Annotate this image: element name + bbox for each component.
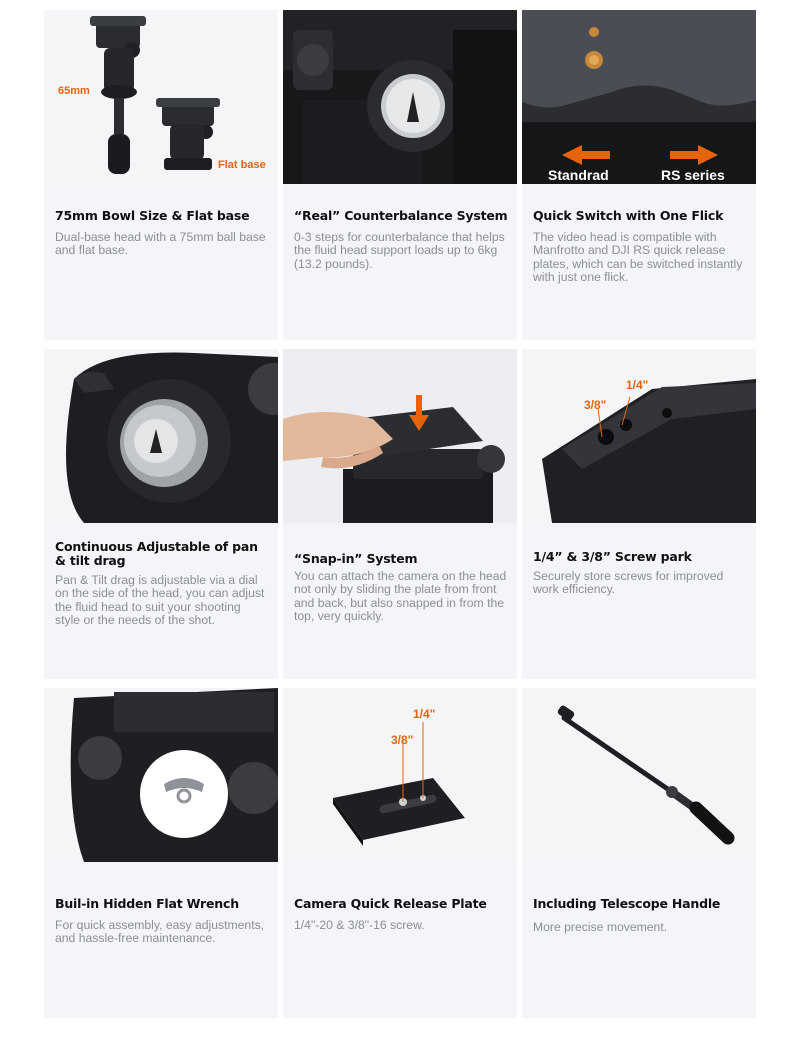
card-description: Pan & Tilt drag is adjustable via a dial… <box>55 573 265 628</box>
card-title: Including Telescope Handle <box>533 896 721 911</box>
drag-dial-illustration <box>44 349 278 523</box>
card-title: Quick Switch with One Flick <box>533 208 724 223</box>
feature-card-wrench: Buil-in Hidden Flat Wrench For quick ass… <box>44 688 278 1018</box>
quarter-inch-label: 1/4" <box>413 707 435 721</box>
photo-quick-switch-plate: Standrad RS series <box>522 10 756 184</box>
card-description: 0-3 steps for counterbalance that helps … <box>294 230 505 271</box>
size-label: 65mm <box>58 85 90 97</box>
card-title: “Real” Counterbalance System <box>294 208 508 223</box>
card-title: 1/4” & 3/8” Screw park <box>533 549 692 564</box>
feature-card-drag-dial: Continuous Adjustable of pan & tilt drag… <box>44 349 278 679</box>
card-description: 1/4"-20 & 3/8"-16 screw. <box>294 918 425 932</box>
card-title: 75mm Bowl Size & Flat base <box>55 208 250 223</box>
card-title: Buil-in Hidden Flat Wrench <box>55 896 239 911</box>
card-description: You can attach the camera on the head no… <box>294 569 507 624</box>
counterbalance-dial-illustration <box>283 10 517 184</box>
photo-screw-park: 1/4" 3/8" <box>522 349 756 523</box>
feature-card-snap-in: “Snap-in” System You can attach the came… <box>283 349 517 679</box>
feature-card-quick-release-plate: 1/4" 3/8" Camera Quick Release Plate 1/4… <box>283 688 517 1018</box>
flat-base-label: Flat base <box>218 159 266 171</box>
rs-series-label: RS series <box>661 167 725 183</box>
card-description: The video head is compatible with Manfro… <box>533 230 743 285</box>
card-description: More precise movement. <box>533 920 668 934</box>
three-eighth-inch-label: 3/8" <box>584 398 606 412</box>
three-eighth-inch-label: 3/8" <box>391 733 413 747</box>
standard-label: Standrad <box>548 167 609 183</box>
photo-snap-in <box>283 349 517 523</box>
photo-telescope-handle <box>522 688 756 862</box>
tripod-heads-illustration: 65mm Flat base <box>44 10 278 184</box>
card-title: Continuous Adjustable of pan & tilt drag <box>55 539 258 568</box>
screw-park-illustration: 1/4" 3/8" <box>522 349 756 523</box>
quick-switch-illustration: Standrad RS series <box>522 10 756 184</box>
photo-drag-dial <box>44 349 278 523</box>
feature-card-screw-park: 1/4" 3/8" 1/4” & 3/8” Screw park Securel… <box>522 349 756 679</box>
photo-wrench <box>44 688 278 862</box>
photo-quick-release-plate: 1/4" 3/8" <box>283 688 517 862</box>
card-title: “Snap-in” System <box>294 551 418 566</box>
card-description: Securely store screws for improved work … <box>533 569 724 597</box>
card-title: Camera Quick Release Plate <box>294 896 487 911</box>
card-description: For quick assembly, easy adjustments, an… <box>55 918 265 946</box>
quick-release-plate-illustration: 1/4" 3/8" <box>283 688 517 862</box>
photo-tripod-heads: 65mm Flat base <box>44 10 278 184</box>
quarter-inch-label: 1/4" <box>626 378 648 392</box>
wrench-illustration <box>44 688 278 862</box>
feature-card-quick-switch: Standrad RS series Quick Switch with One… <box>522 10 756 340</box>
feature-card-counterbalance: “Real” Counterbalance System 0-3 steps f… <box>283 10 517 340</box>
feature-card-telescope-handle: Including Telescope Handle More precise … <box>522 688 756 1018</box>
telescope-handle-illustration <box>522 688 756 862</box>
feature-card-bowl-size: 65mm Flat base 75mm Bowl Size & Flat bas… <box>44 10 278 340</box>
photo-counterbalance-dial <box>283 10 517 184</box>
card-description: Dual-base head with a 75mm ball base and… <box>55 230 266 258</box>
snap-in-illustration <box>283 349 517 523</box>
